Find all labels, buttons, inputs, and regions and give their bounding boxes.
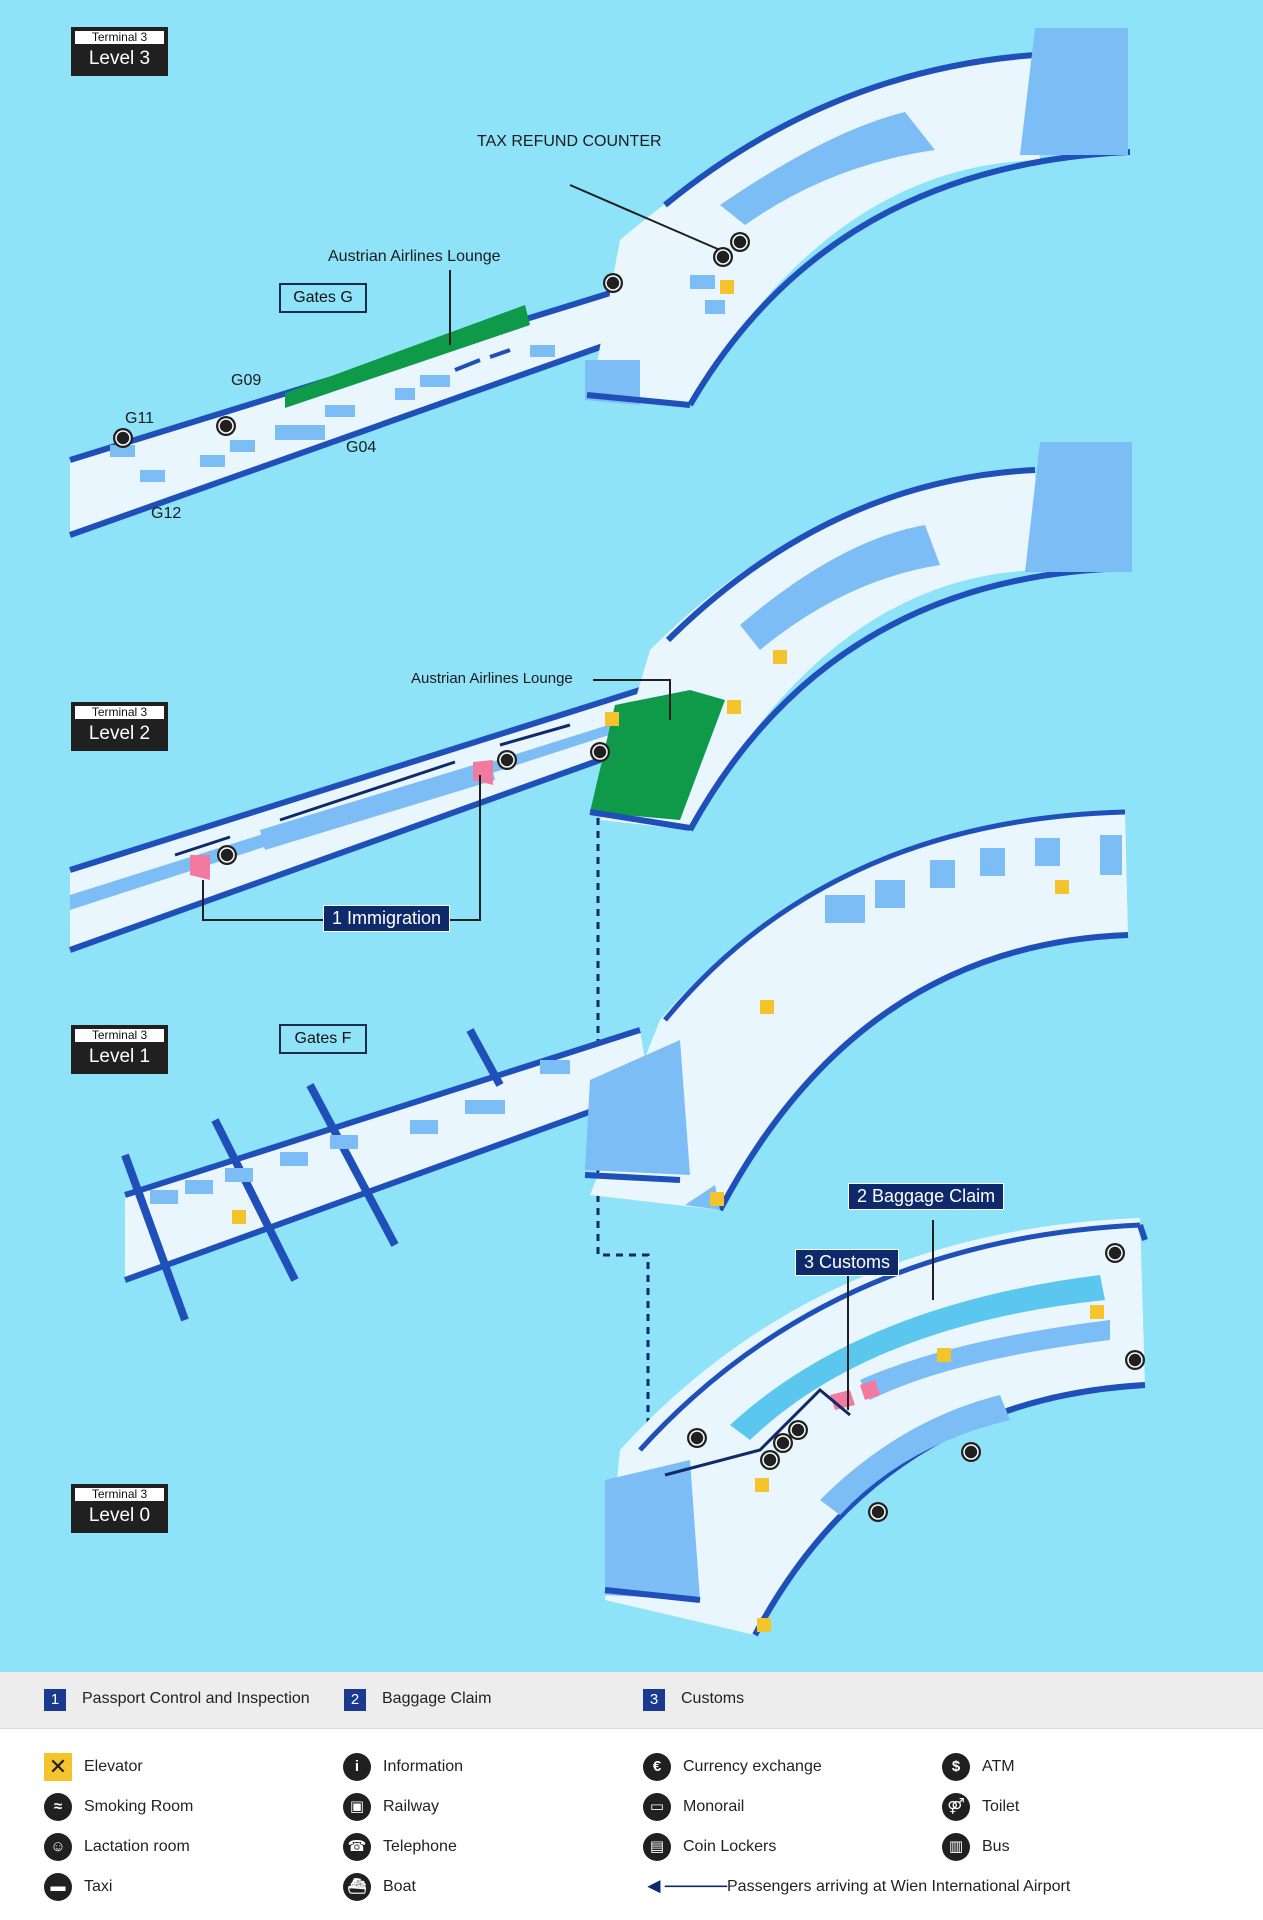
telephone-icon: ☎ <box>343 1833 371 1861</box>
boat-icon: ⛴ <box>343 1873 371 1901</box>
arrival-route-icon: ◄──── <box>643 1873 728 1898</box>
gate-g11: G11 <box>125 410 155 427</box>
legend-label: Toilet <box>982 1798 1020 1815</box>
gate-g04: G04 <box>346 439 377 456</box>
coin-lockers-icon: ▤ <box>643 1833 671 1861</box>
tax-refund-counter-label: TAX REFUND COUNTER <box>477 133 662 150</box>
level-2-lounge-label: Austrian Airlines Lounge <box>411 670 573 687</box>
level-label: Level 1 <box>88 1046 151 1067</box>
toilet-icon: ⚤ <box>942 1793 970 1821</box>
key-number: 2 <box>344 1689 366 1711</box>
terminal-label: Terminal 3 <box>75 706 164 719</box>
level-1-floor <box>121 809 1129 1322</box>
legend-label: Currency exchange <box>683 1758 822 1775</box>
lactation-room-icon: ☺ <box>44 1833 72 1861</box>
level-label: Level 3 <box>88 48 151 69</box>
baggage-claim-label: 2 Baggage Claim <box>848 1183 1005 1210</box>
legend-label: Monorail <box>683 1798 745 1815</box>
legend-label: Smoking Room <box>84 1798 194 1815</box>
level-1-badge: Terminal 3 Level 1 <box>71 1025 168 1074</box>
elevator-icon: ✕ <box>44 1753 72 1781</box>
customs-label: 3 Customs <box>795 1249 900 1276</box>
level-0-badge: Terminal 3 Level 0 <box>71 1484 168 1533</box>
level-3-lounge-area <box>285 305 530 408</box>
bus-icon: ▥ <box>942 1833 970 1861</box>
legend-label: Lactation room <box>84 1838 190 1855</box>
legend-label: Coin Lockers <box>683 1838 777 1855</box>
level-label: Level 0 <box>88 1505 151 1526</box>
key-number: 1 <box>44 1689 66 1711</box>
level-2-lounge-area <box>590 690 725 820</box>
gates-g-box: Gates G <box>279 283 367 313</box>
terminal-label: Terminal 3 <box>75 1488 164 1501</box>
level-3-badge: Terminal 3 Level 3 <box>71 27 168 76</box>
key-label: Customs <box>681 1690 745 1707</box>
legend-label: Passengers arriving at Wien Internationa… <box>727 1878 1071 1895</box>
immigration-label: 1 Immigration <box>323 905 451 932</box>
gate-g09: G09 <box>231 372 262 389</box>
icon-legend: ✕ Elevator i Information € Currency exch… <box>0 1729 1263 1920</box>
taxi-icon: ▬ <box>44 1873 72 1901</box>
legend-label: Boat <box>383 1878 416 1895</box>
legend-label: Railway <box>383 1798 440 1815</box>
monorail-icon: ▭ <box>643 1793 671 1821</box>
gates-f-box: Gates F <box>279 1024 367 1054</box>
information-icon: i <box>343 1753 371 1781</box>
gate-g12: G12 <box>151 505 182 522</box>
key-number: 3 <box>643 1689 665 1711</box>
legend-label: Elevator <box>84 1758 143 1775</box>
currency-exchange-icon: € <box>643 1753 671 1781</box>
legend-label: Information <box>383 1758 464 1775</box>
railway-icon: ▣ <box>343 1793 371 1821</box>
legend-label: Bus <box>982 1838 1010 1855</box>
legend-label: Telephone <box>383 1838 457 1855</box>
level-3-floor <box>68 28 1131 538</box>
terminal-label: Terminal 3 <box>75 31 164 44</box>
map-drawing <box>68 28 1148 1637</box>
key-label: Baggage Claim <box>382 1690 492 1707</box>
terminal-label: Terminal 3 <box>75 1029 164 1042</box>
level-0-floor <box>604 1218 1148 1637</box>
numbered-key: 1 Passport Control and Inspection 2 Bagg… <box>0 1672 1263 1729</box>
level-label: Level 2 <box>88 723 151 744</box>
terminal-map: Terminal 3 Level 3 Terminal 3 Level 2 Te… <box>0 0 1263 1672</box>
key-label: Passport Control and Inspection <box>82 1690 310 1707</box>
level-3-lounge-label: Austrian Airlines Lounge <box>328 248 501 265</box>
smoking-room-icon: ≈ <box>44 1793 72 1821</box>
legend-label: ATM <box>982 1758 1015 1775</box>
atm-icon: $ <box>942 1753 970 1781</box>
legend-label: Taxi <box>84 1878 113 1895</box>
level-2-badge: Terminal 3 Level 2 <box>71 702 168 751</box>
